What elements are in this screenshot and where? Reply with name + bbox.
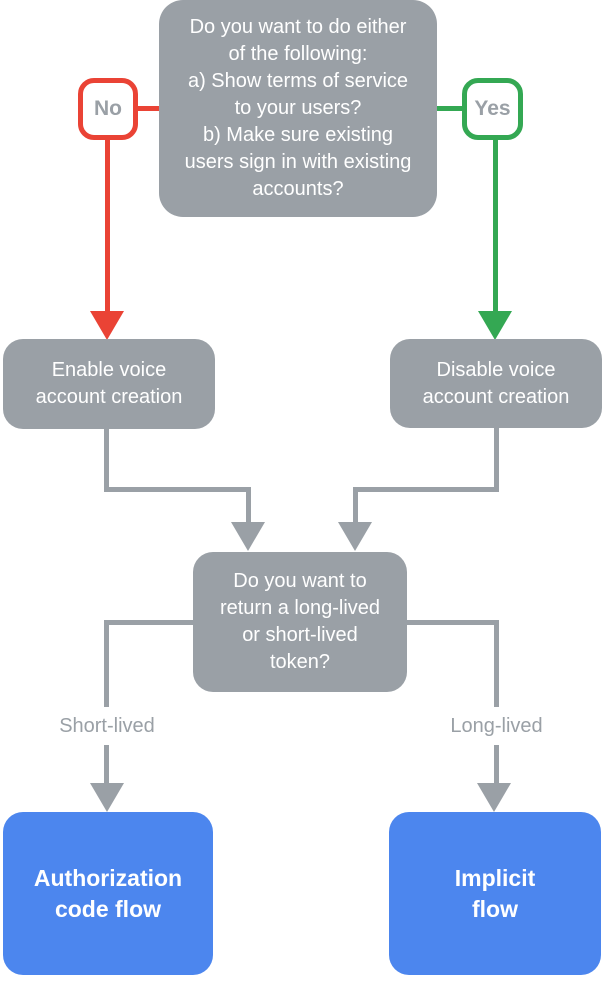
short-lived-arrowhead-icon (90, 783, 124, 812)
disable-voice-text: Disable voice account creation (422, 358, 570, 408)
badge-no: No (78, 78, 138, 140)
connector-no-vertical (105, 138, 110, 311)
node-enable-voice: Enable voice account creation (3, 339, 215, 429)
long-lived-arrowhead-icon (477, 783, 511, 812)
badge-yes: Yes (462, 78, 523, 140)
connector-short-vertical (104, 620, 109, 784)
connector-disable-into-question (353, 487, 358, 523)
node-token-question: Do you want to return a long-lived or sh… (193, 552, 407, 692)
badge-no-text: No (94, 97, 122, 120)
enable-voice-text: Enable voice account creation (35, 359, 183, 408)
connector-yes-horizontal (437, 106, 462, 111)
root-question-text: Do you want to do either of the followin… (184, 16, 412, 200)
node-implicit-flow: Implicit flow (389, 812, 601, 975)
node-disable-voice: Disable voice account creation (390, 339, 602, 428)
connector-long-vertical (494, 620, 499, 784)
node-authorization-code-flow: Authorization code flow (3, 812, 213, 975)
badge-yes-text: Yes (474, 97, 511, 120)
short-lived-text: Short-lived (59, 714, 155, 737)
authorization-code-flow-text: Authorization code flow (33, 864, 183, 922)
disable-merge-arrowhead-icon (338, 522, 372, 551)
connector-disable-drop (494, 428, 499, 492)
long-lived-text: Long-lived (450, 714, 543, 737)
no-branch-arrowhead-icon (90, 311, 124, 340)
label-long-lived: Long-lived (410, 707, 583, 745)
connector-long-horizontal (407, 620, 499, 625)
connector-enable-into-question (246, 487, 251, 523)
connector-enable-drop (104, 429, 109, 492)
token-question-text: Do you want to return a long-lived or sh… (219, 570, 381, 673)
label-short-lived: Short-lived (22, 707, 192, 745)
enable-merge-arrowhead-icon (231, 522, 265, 551)
connector-no-horizontal (138, 106, 159, 111)
connector-short-horizontal (104, 620, 193, 625)
node-root-question: Do you want to do either of the followin… (159, 0, 437, 217)
connector-disable-horizontal (353, 487, 499, 492)
yes-branch-arrowhead-icon (478, 311, 512, 340)
connector-enable-horizontal (104, 487, 251, 492)
implicit-flow-text: Implicit flow (454, 864, 536, 922)
connector-yes-vertical (493, 138, 498, 311)
